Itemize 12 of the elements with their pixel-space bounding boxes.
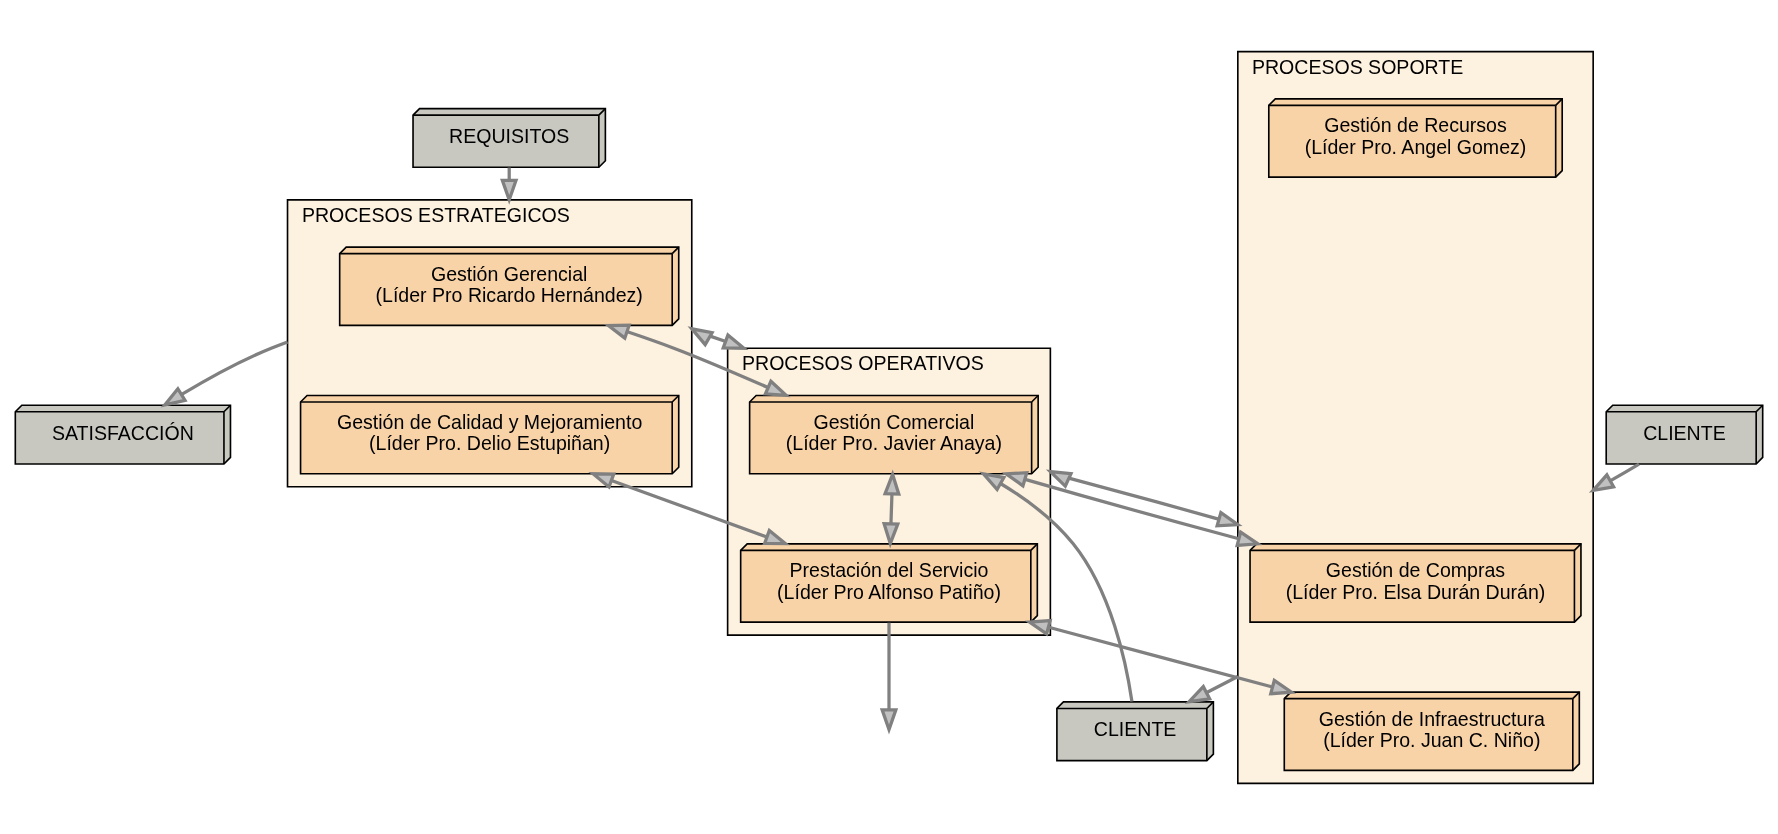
arrow — [1001, 470, 1263, 547]
arrow — [1024, 618, 1297, 695]
arrow — [1045, 469, 1243, 528]
arrow — [979, 470, 1134, 702]
arrow — [1184, 674, 1239, 704]
arrow — [603, 323, 791, 397]
arrow — [1588, 462, 1640, 493]
arrow — [687, 325, 749, 350]
arrow — [588, 471, 790, 545]
arrow — [881, 468, 902, 548]
arrow — [160, 339, 289, 408]
arrow — [879, 622, 899, 734]
